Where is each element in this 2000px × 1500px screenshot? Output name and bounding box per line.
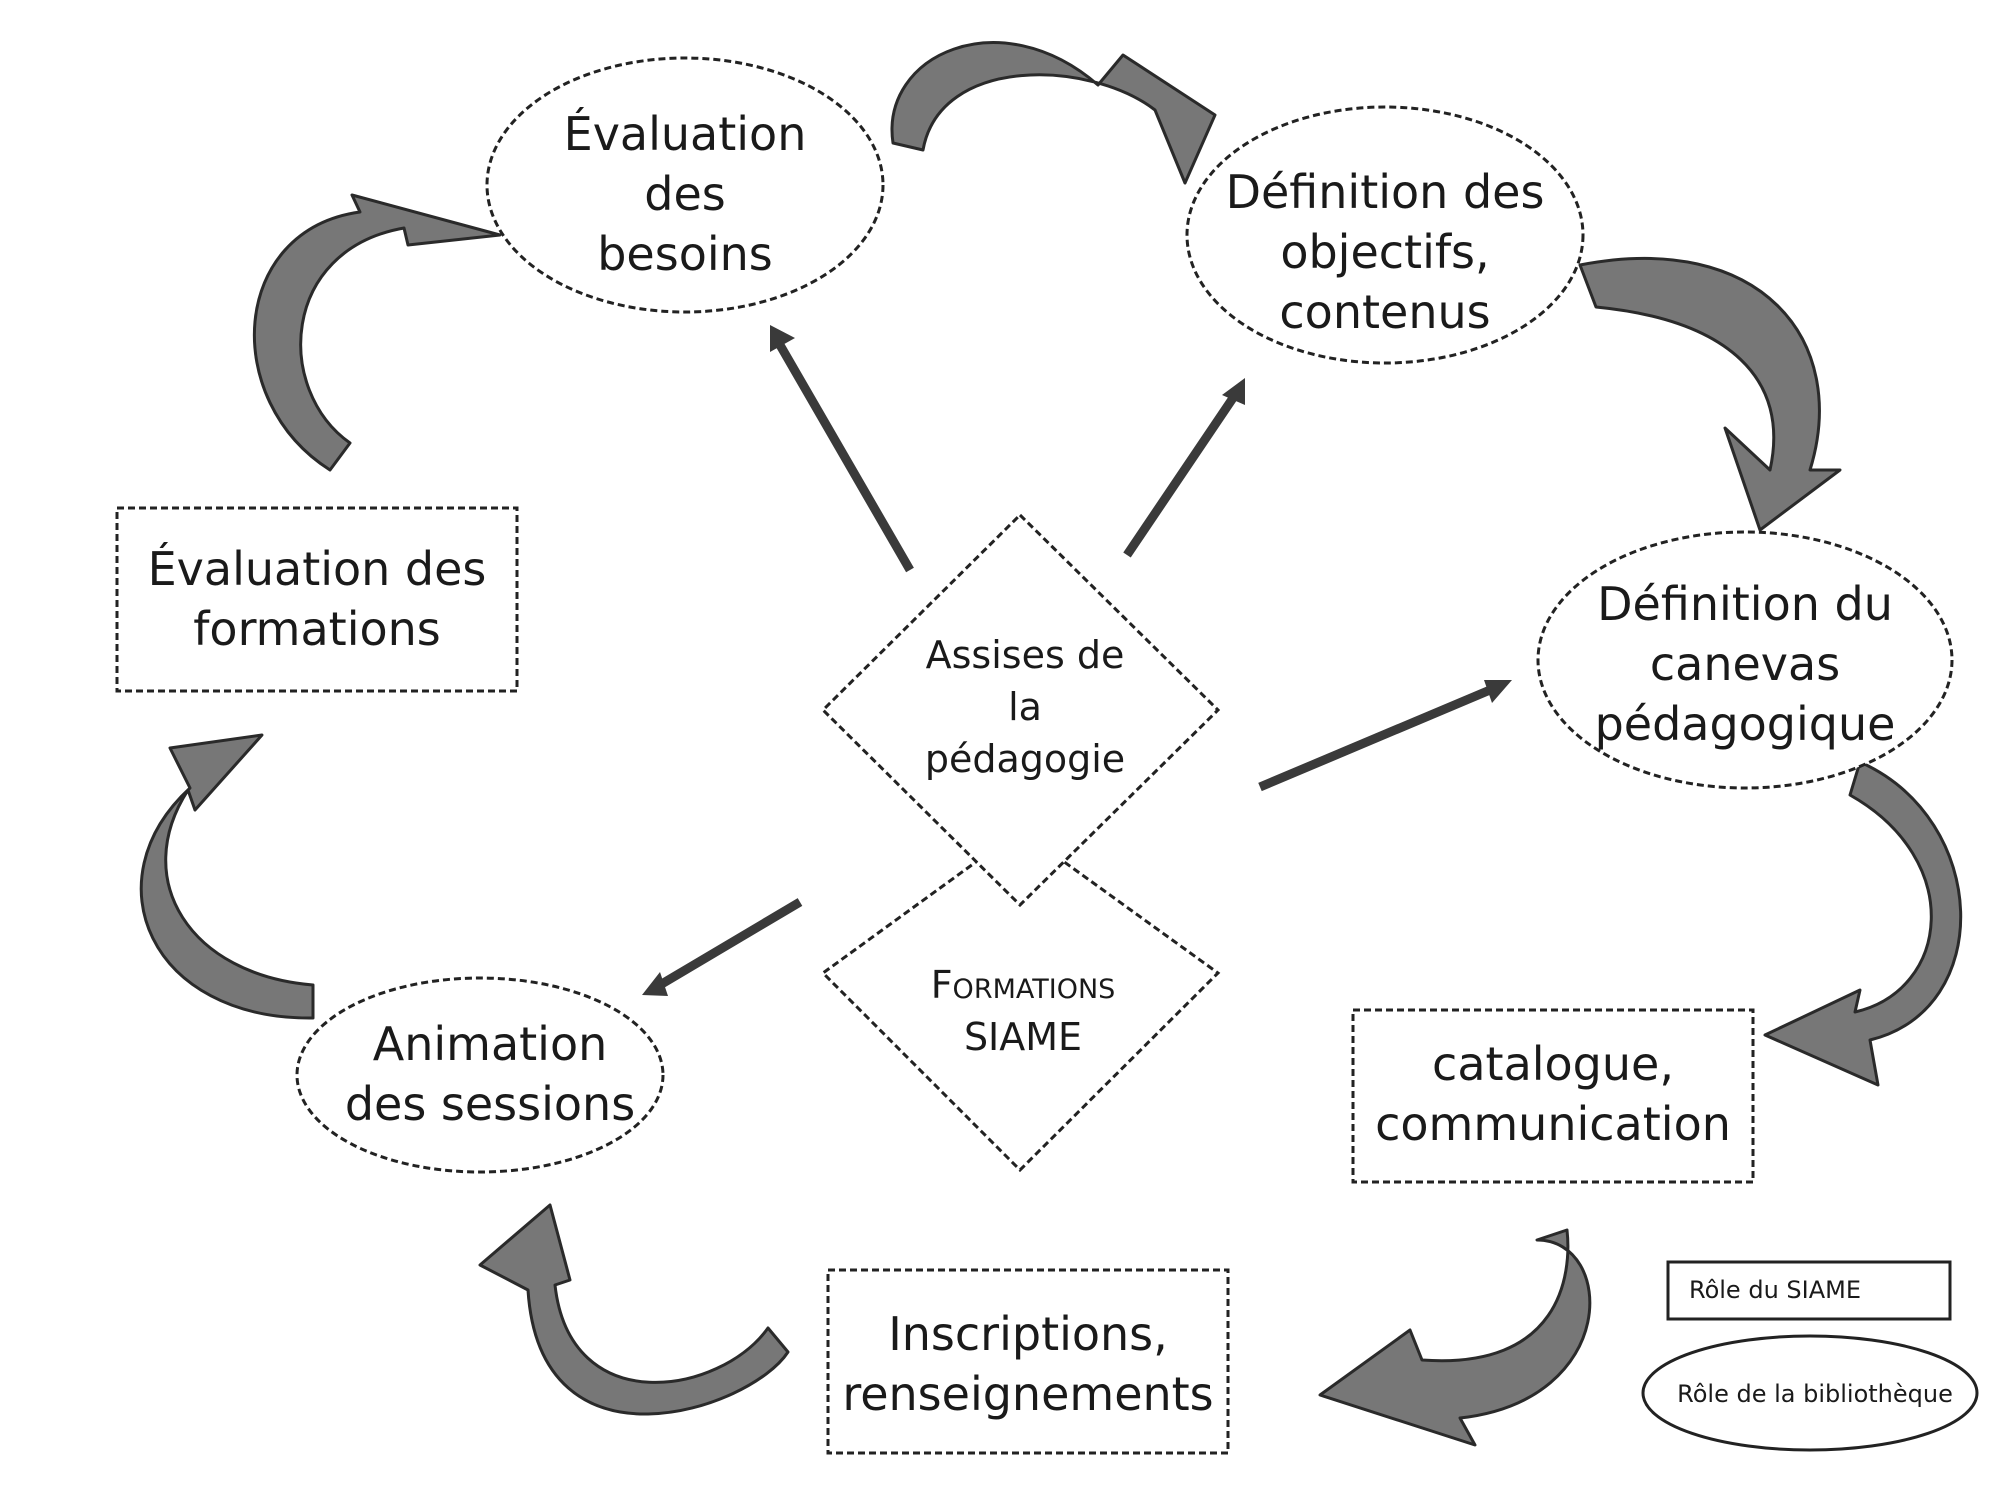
evaluation-besoins-line-2: des: [644, 167, 725, 221]
node-animation-sessions: Animation des sessions: [295, 976, 665, 1174]
node-definition-canevas: Définition du canevas pédagogique: [1536, 530, 1954, 790]
legend-siame-box: [1666, 1260, 1952, 1321]
animation-line-2: des sessions: [345, 1077, 635, 1131]
assises-line-2: la: [1008, 685, 1042, 729]
evaluation-besoins-line-1: Évaluation: [564, 107, 807, 161]
assises-line-3: pédagogie: [925, 737, 1125, 781]
arrow-to-canevas-shaft: [1258, 685, 1492, 792]
arrow-to-canevas-head: [1484, 680, 1512, 703]
node-catalogue: catalogue, communication: [1351, 1008, 1755, 1184]
arrow-to-animation-head: [642, 972, 668, 996]
curved-arrow-canevas-to-catalogue: [1763, 760, 1963, 1087]
curved-arrow-objectifs-to-canevas: [1578, 256, 1842, 532]
node-evaluation-formations: Évaluation des formations: [115, 506, 519, 693]
definition-canevas-line-2: canevas: [1650, 637, 1840, 691]
node-inscriptions: Inscriptions, renseignements: [826, 1268, 1230, 1455]
definition-objectifs-line-2: objectifs,: [1280, 225, 1489, 279]
legend: Rôle du SIAME Rôle de la bibliothèque: [1641, 1260, 1979, 1452]
animation-line-1: Animation: [373, 1017, 608, 1071]
node-evaluation-besoins: Évaluation des besoins: [485, 56, 885, 314]
arrow-to-objectifs-head: [1222, 378, 1245, 405]
legend-library-ellipse: [1641, 1334, 1979, 1452]
arrow-to-animation-shaft: [657, 898, 803, 989]
curved-arrow-inscriptions-to-animation: [478, 1203, 790, 1416]
formations-siame-line-1: Formations: [931, 963, 1116, 1007]
node-assises-pedagogie: Assises de la pédagogie: [820, 512, 1221, 908]
curved-arrow-animation-to-evalformations: [139, 733, 315, 1020]
legend-library-label: Rôle de la bibliothèque: [1677, 1380, 1953, 1408]
evaluation-formations-line-2: formations: [193, 602, 441, 656]
definition-objectifs-line-3: contenus: [1279, 285, 1490, 339]
definition-objectifs-line-1: Définition des: [1226, 165, 1545, 219]
inscriptions-line-1: Inscriptions,: [888, 1307, 1168, 1361]
inscriptions-line-2: renseignements: [842, 1367, 1213, 1421]
definition-canevas-line-1: Définition du: [1597, 577, 1893, 631]
node-formations-siame: Formations SIAME: [820, 828, 1221, 1173]
curved-arrow-catalogue-to-inscriptions: [1318, 1228, 1592, 1447]
assises-line-1: Assises de: [926, 633, 1125, 677]
evaluation-besoins-line-3: besoins: [597, 227, 773, 281]
definition-canevas-line-3: pédagogique: [1595, 697, 1896, 751]
curved-arrow-besoins-to-objectifs: [890, 41, 1217, 185]
arrow-to-objectifs-shaft: [1123, 392, 1239, 558]
evaluation-formations-line-1: Évaluation des: [148, 542, 487, 596]
center-arrows: [642, 325, 1512, 996]
cycle-arrows: [139, 41, 1963, 1447]
arrow-to-besoins-head: [770, 325, 795, 352]
curved-arrow-evalformations-to-besoins: [252, 193, 502, 472]
arrow-to-besoins-shaft: [776, 342, 914, 573]
node-definition-objectifs: Définition des objectifs, contenus: [1185, 105, 1585, 365]
catalogue-line-2: communication: [1375, 1097, 1731, 1151]
legend-siame-label: Rôle du SIAME: [1689, 1276, 1861, 1304]
catalogue-line-1: catalogue,: [1432, 1037, 1674, 1091]
formations-siame-line-2: SIAME: [964, 1015, 1082, 1059]
